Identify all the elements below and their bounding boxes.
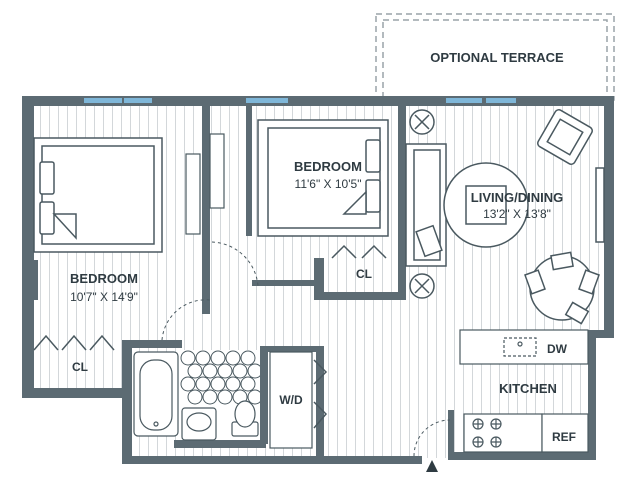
closet2-label: CL (356, 267, 372, 281)
kitchen-counters (459, 329, 589, 453)
dresser-1 (185, 153, 201, 235)
room-labels: BEDROOM 10'7" X 14'9" BEDROOM 11'6" X 10… (70, 159, 576, 444)
entry-arrow-icon (426, 460, 438, 472)
wd-closet-doors (313, 359, 328, 429)
dishwasher-label: DW (547, 342, 568, 356)
kitchen-name: KITCHEN (499, 381, 557, 396)
washer-dryer-label: W/D (279, 393, 303, 407)
washer-dryer-box (269, 351, 313, 449)
closet1-label: CL (72, 360, 88, 374)
walls (22, 96, 614, 464)
bed-2 (257, 119, 389, 237)
stove-burners-icon (472, 418, 502, 448)
closet-doors (33, 244, 387, 351)
bathroom-fixtures (133, 351, 259, 441)
bedroom1-dims: 10'7" X 14'9" (70, 290, 138, 304)
bedroom1-name: BEDROOM (70, 271, 138, 286)
dresser-2 (209, 133, 225, 209)
bedroom1-radiator (28, 260, 38, 300)
door-swings (161, 241, 451, 457)
living-dining-dims: 13'2" X 13'8" (483, 207, 551, 221)
bedroom2-name: BEDROOM (294, 159, 362, 174)
bed-1 (33, 137, 163, 253)
living-dining-name: LIVING/DINING (471, 190, 563, 205)
terrace: OPTIONAL TERRACE (375, 13, 615, 101)
living-furniture (405, 109, 605, 325)
bedroom2-dims: 11'6" X 10'5" (295, 177, 362, 191)
windows (84, 98, 516, 103)
refrigerator-label: REF (552, 430, 576, 444)
terrace-label: OPTIONAL TERRACE (430, 50, 564, 65)
